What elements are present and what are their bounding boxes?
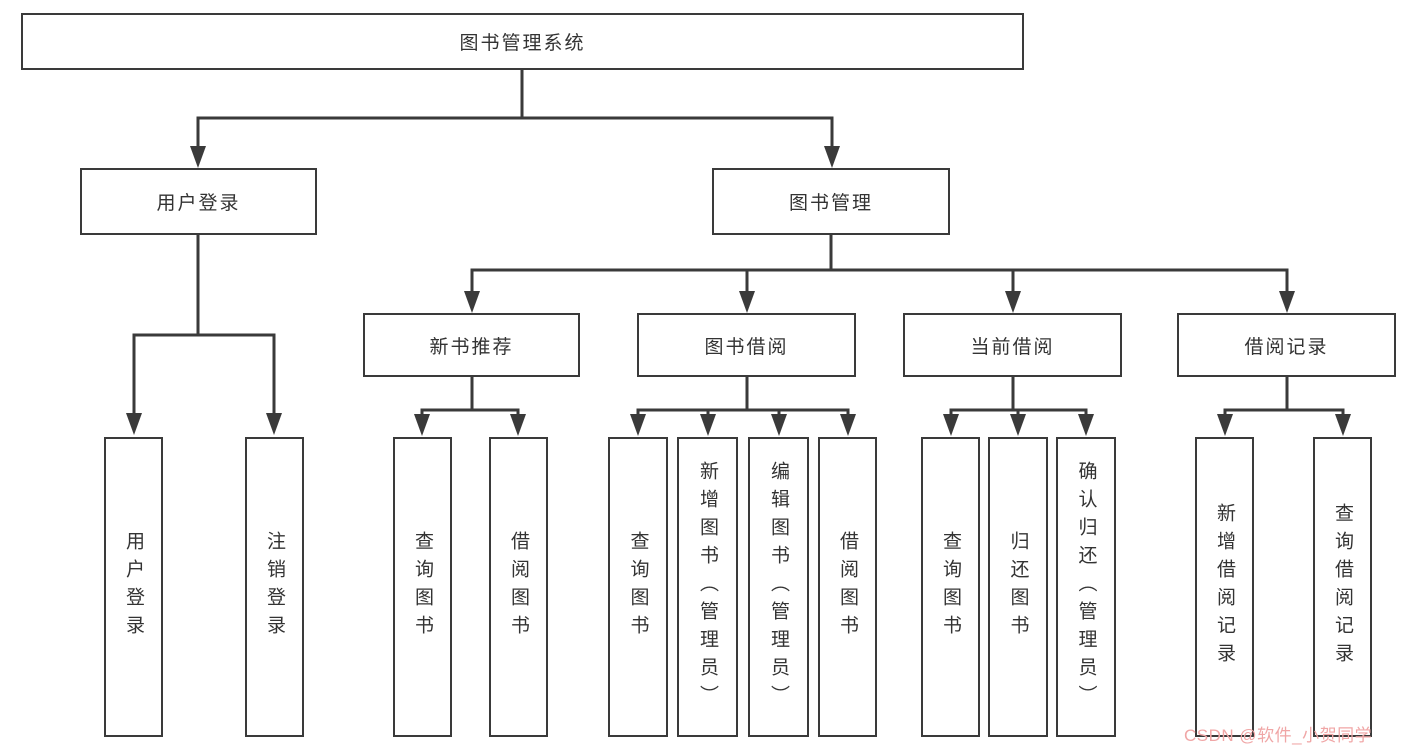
leaf-query-borrow-record: 查询借阅记录	[1313, 437, 1372, 737]
leaf-add-borrow-record-label: 新增借阅记录	[1214, 503, 1235, 671]
leaf-logout-label: 注销登录	[264, 531, 285, 643]
leaf-borrow-books: 借阅图书	[818, 437, 877, 737]
leaf-query-books-current: 查询图书	[921, 437, 980, 737]
node-book-borrow: 图书借阅	[637, 313, 856, 377]
node-library-management-system: 图书管理系统	[21, 13, 1024, 70]
leaf-query-books-current-label: 查询图书	[940, 531, 961, 643]
leaf-borrow-books-recommend: 借阅图书	[489, 437, 548, 737]
leaf-query-books-borrow-label: 查询图书	[627, 531, 649, 643]
leaf-add-borrow-record: 新增借阅记录	[1195, 437, 1254, 737]
leaf-query-borrow-record-label: 查询借阅记录	[1332, 503, 1353, 671]
node-user-login: 用户登录	[80, 168, 317, 235]
leaf-user-login-label: 用户登录	[123, 531, 144, 643]
leaf-query-books-borrow: 查询图书	[608, 437, 668, 737]
leaf-add-books-admin-label: 新增图书（管理员）	[697, 461, 718, 713]
leaf-borrow-books-recommend-label: 借阅图书	[508, 531, 529, 643]
csdn-watermark: CSDN @软件_小贺同学	[1184, 726, 1373, 745]
leaf-edit-books-admin-label: 编辑图书（管理员）	[768, 461, 789, 713]
leaf-user-login: 用户登录	[104, 437, 163, 737]
leaf-borrow-books-label: 借阅图书	[837, 531, 858, 643]
node-book-management: 图书管理	[712, 168, 950, 235]
leaf-edit-books-admin: 编辑图书（管理员）	[748, 437, 809, 737]
leaf-return-books-label: 归还图书	[1007, 531, 1029, 643]
node-current-borrow: 当前借阅	[903, 313, 1122, 377]
node-new-book-recommend: 新书推荐	[363, 313, 580, 377]
leaf-confirm-return-admin: 确认归还（管理员）	[1056, 437, 1116, 737]
leaf-query-books-recommend: 查询图书	[393, 437, 452, 737]
leaf-return-books: 归还图书	[988, 437, 1048, 737]
node-borrow-records: 借阅记录	[1177, 313, 1396, 377]
leaf-logout: 注销登录	[245, 437, 304, 737]
leaf-query-books-recommend-label: 查询图书	[412, 531, 433, 643]
leaf-confirm-return-admin-label: 确认归还（管理员）	[1075, 461, 1097, 713]
leaf-add-books-admin: 新增图书（管理员）	[677, 437, 738, 737]
